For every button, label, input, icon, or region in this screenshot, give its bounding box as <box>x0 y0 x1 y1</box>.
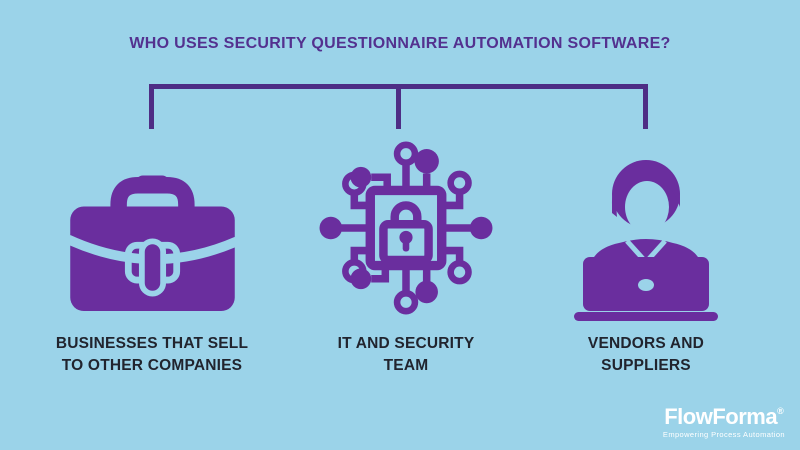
brand-tagline: Empowering Process Automation <box>662 430 785 439</box>
connector-line-left <box>149 84 154 129</box>
category-column-businesses: BUSINESSES THAT SELL TO OTHER COMPANIES <box>32 130 272 377</box>
flowforma-logo: FlowForma® Empowering Process Automation <box>662 404 785 440</box>
registered-mark: ® <box>777 406 784 416</box>
brand-name: FlowForma® <box>664 404 784 429</box>
category-column-it-security: IT AND SECURITY TEAM <box>286 130 526 377</box>
category-label-vendors: VENDORS AND SUPPLIERS <box>587 335 705 374</box>
person-laptop-icon <box>526 130 766 324</box>
briefcase-icon <box>32 130 272 324</box>
category-label-it-security: IT AND SECURITY TEAM <box>337 335 475 374</box>
connector-line-middle <box>396 84 401 129</box>
category-column-vendors: VENDORS AND SUPPLIERS <box>526 130 766 377</box>
connector-line-right <box>643 84 648 129</box>
infographic-title: WHO USES SECURITY QUESTIONNAIRE AUTOMATI… <box>129 35 671 52</box>
category-label-businesses: BUSINESSES THAT SELL TO OTHER COMPANIES <box>55 335 249 374</box>
circuit-lock-icon <box>286 130 526 324</box>
